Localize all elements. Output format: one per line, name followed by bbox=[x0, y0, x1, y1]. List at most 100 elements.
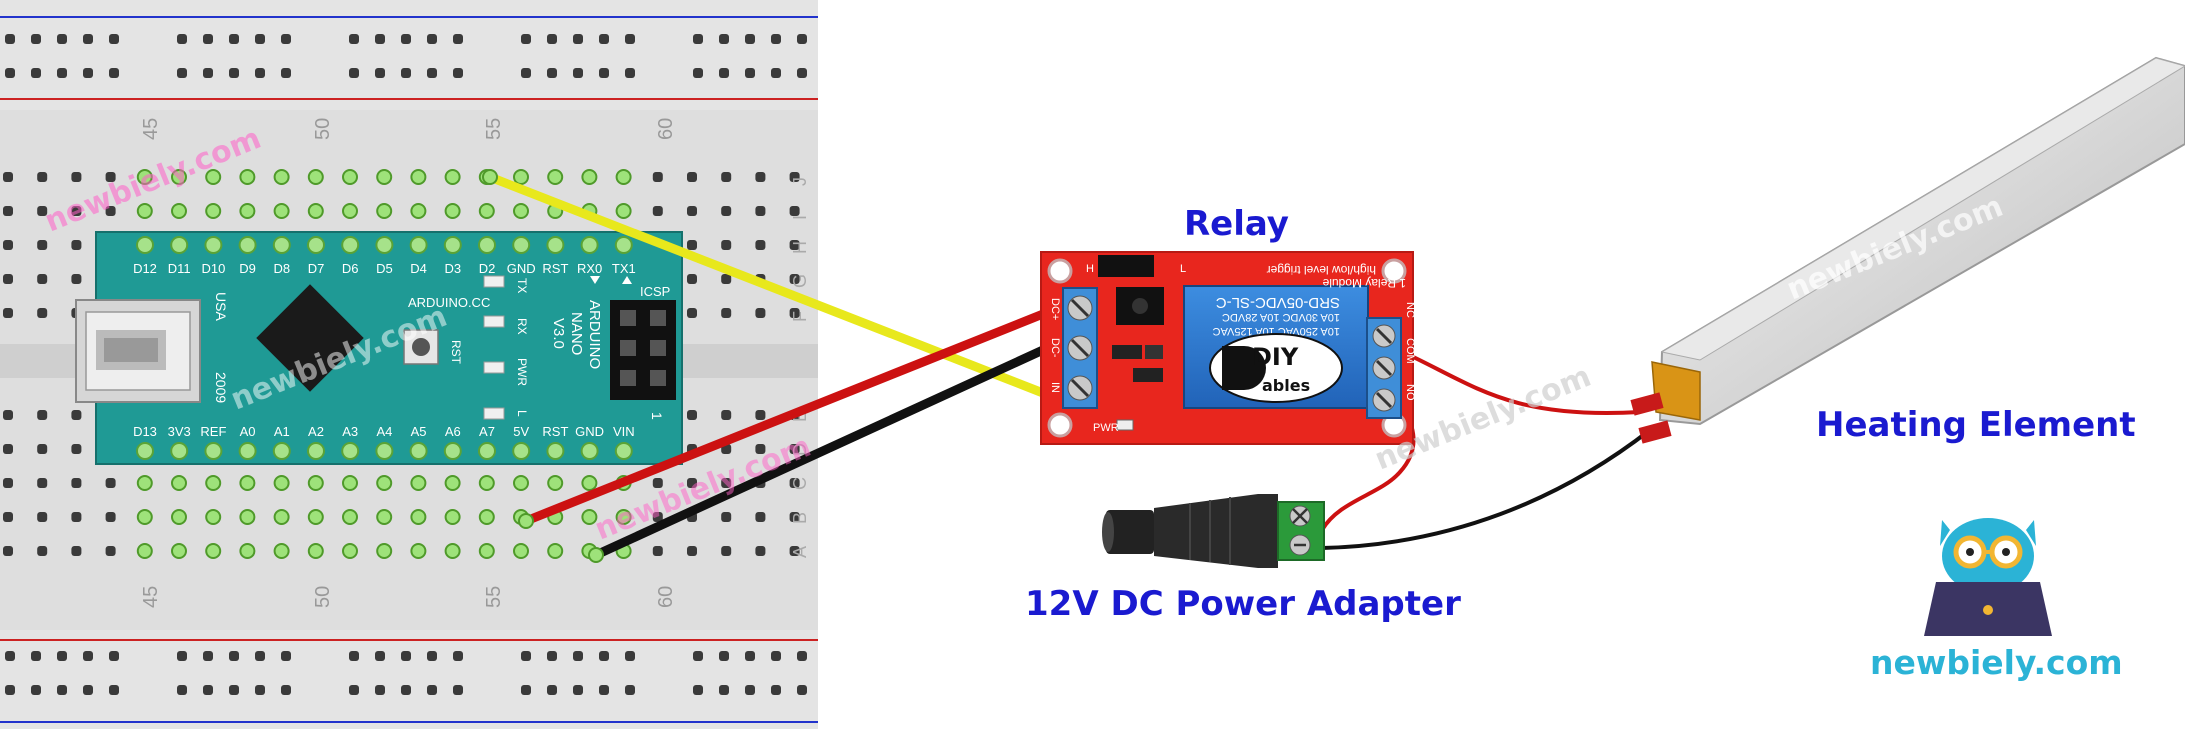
connected-hole bbox=[376, 543, 393, 559]
logo-bottom-text: ables bbox=[1262, 376, 1310, 395]
rail-hole bbox=[573, 68, 583, 78]
breadboard-hole bbox=[37, 274, 48, 284]
breadboard-hole bbox=[37, 478, 48, 488]
rail-hole bbox=[745, 34, 755, 44]
rail-hole bbox=[109, 685, 119, 695]
breadboard-hole bbox=[721, 512, 732, 522]
rail-hole bbox=[547, 685, 557, 695]
bottom-power-rail bbox=[0, 630, 818, 729]
pin-label-top: D4 bbox=[410, 261, 427, 276]
header-pin bbox=[614, 442, 633, 460]
connected-hole bbox=[444, 543, 461, 559]
brand-label: newbiely.com bbox=[1870, 643, 2123, 682]
breadboard-hole bbox=[755, 172, 766, 182]
connected-hole bbox=[307, 203, 324, 219]
connected-hole bbox=[513, 543, 529, 559]
breadboard-hole bbox=[721, 274, 732, 284]
relay-rating-2: 10A 30VDC 10A 28VDC bbox=[1222, 311, 1340, 323]
breadboard-hole bbox=[721, 206, 732, 216]
breadboard-hole bbox=[105, 546, 116, 556]
rail-hole bbox=[453, 34, 463, 44]
row-letter: F bbox=[790, 311, 810, 322]
breadboard-hole bbox=[721, 172, 732, 182]
smd-component bbox=[1145, 345, 1163, 359]
breadboard-hole bbox=[71, 444, 82, 454]
breadboard-hole bbox=[789, 478, 800, 488]
rail-hole bbox=[719, 68, 729, 78]
breadboard-hole bbox=[789, 274, 800, 284]
rail-hole bbox=[427, 68, 437, 78]
rail-hole bbox=[5, 651, 15, 661]
connected-hole bbox=[136, 475, 153, 491]
rail-hole bbox=[625, 685, 635, 695]
relay-module: DC+ DC- IN H L PWR SRD-05VDC-SL-C 10A 25… bbox=[1040, 251, 1416, 445]
rail-hole bbox=[229, 34, 239, 44]
header-pin bbox=[546, 236, 565, 254]
breadboard-hole bbox=[721, 478, 732, 488]
breadboard-hole bbox=[687, 240, 697, 250]
row-letter: B bbox=[790, 512, 810, 524]
connected-hole bbox=[273, 543, 290, 559]
pin-label-bottom: A7 bbox=[479, 424, 495, 439]
mini-usb-connector bbox=[75, 299, 201, 403]
header-pin bbox=[580, 442, 599, 460]
led-label-l: L bbox=[515, 410, 529, 417]
breadboard-hole bbox=[37, 240, 48, 250]
mount-hole bbox=[1381, 258, 1407, 284]
header-pin bbox=[546, 442, 565, 460]
rail-hole bbox=[83, 685, 93, 695]
pin-label-bottom: A6 bbox=[445, 424, 461, 439]
rail-hole bbox=[427, 651, 437, 661]
pin-dc-minus: DC- bbox=[1049, 338, 1061, 358]
pin-nc: NC bbox=[1404, 302, 1416, 318]
breadboard-hole bbox=[755, 546, 766, 556]
pin-label-top: D5 bbox=[376, 261, 393, 276]
connected-hole bbox=[342, 509, 358, 525]
pin-label-bottom: VIN bbox=[613, 424, 635, 439]
rail-hole bbox=[255, 68, 265, 78]
pin-label-top: D12 bbox=[133, 261, 157, 276]
connected-hole bbox=[581, 475, 598, 491]
rail-hole bbox=[375, 685, 385, 695]
rail-hole bbox=[719, 685, 729, 695]
jumper-label-l: L bbox=[1180, 263, 1186, 275]
pin-label-top: RST bbox=[542, 261, 568, 276]
jumper-label-h: H bbox=[1086, 263, 1094, 275]
connected-hole bbox=[615, 203, 632, 219]
header-pin bbox=[136, 236, 154, 254]
breadboard-hole bbox=[721, 308, 732, 318]
rail-hole bbox=[255, 34, 265, 44]
row-letter: A bbox=[790, 546, 810, 558]
row-letter: J bbox=[790, 177, 810, 186]
icsp-label: ICSP bbox=[640, 284, 670, 299]
barrel-jack bbox=[1106, 510, 1154, 554]
breadboard-hole bbox=[789, 546, 800, 556]
pin-in: IN bbox=[1049, 382, 1061, 393]
connected-hole bbox=[239, 509, 256, 525]
model-line-2: NANO bbox=[568, 312, 585, 355]
rail-hole bbox=[203, 34, 213, 44]
rail-hole bbox=[401, 685, 411, 695]
heating-plate-top-edge bbox=[1660, 57, 2185, 361]
connected-hole bbox=[513, 203, 529, 219]
relay-rating-1: 10A 250VAC 10A 125VAC bbox=[1213, 325, 1340, 337]
row-letter: C bbox=[790, 477, 810, 490]
header-pin bbox=[478, 442, 496, 460]
rail-hole bbox=[31, 685, 41, 695]
header-pin bbox=[443, 442, 462, 460]
adapter-body bbox=[1154, 494, 1278, 568]
connected-hole bbox=[307, 509, 324, 525]
connected-hole bbox=[581, 169, 598, 185]
rail-hole bbox=[229, 651, 239, 661]
input-terminal-block bbox=[1062, 287, 1098, 409]
breadboard-hole bbox=[3, 240, 13, 250]
rail-hole bbox=[31, 34, 41, 44]
breadboard-hole bbox=[687, 546, 697, 556]
breadboard-hole bbox=[37, 444, 48, 454]
rail-hole bbox=[573, 34, 583, 44]
rail-hole bbox=[521, 651, 531, 661]
column-number: 60 bbox=[655, 118, 677, 140]
rail-hole bbox=[719, 34, 729, 44]
column-number: 45 bbox=[140, 118, 162, 140]
breadboard-hole bbox=[789, 444, 800, 454]
